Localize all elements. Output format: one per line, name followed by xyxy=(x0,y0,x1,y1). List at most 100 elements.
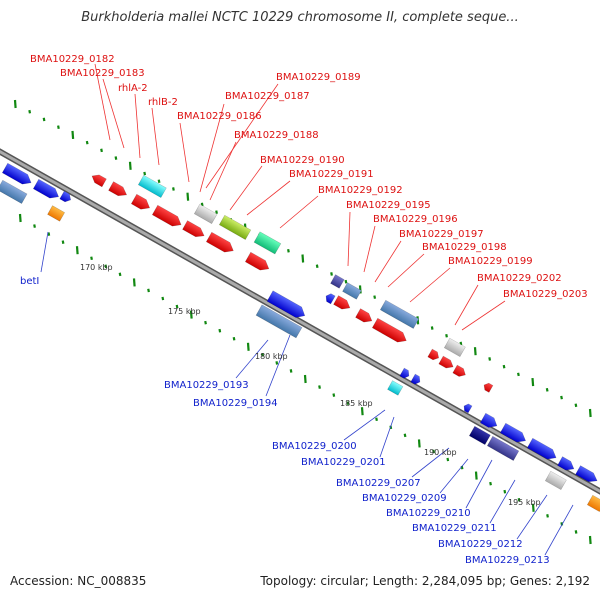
gene-label[interactable]: BMA10229_0198 xyxy=(422,242,507,253)
gene-label[interactable]: BMA10229_0199 xyxy=(448,256,533,267)
gene-feature xyxy=(253,231,282,255)
tick-mark xyxy=(375,417,378,422)
gene-feature xyxy=(526,437,557,460)
gene-feature xyxy=(355,308,373,323)
gene-feature xyxy=(130,193,151,210)
leader-line xyxy=(409,267,451,303)
tick-mark xyxy=(574,403,578,408)
gene-label[interactable]: BMA10229_0182 xyxy=(30,54,115,65)
tick-mark xyxy=(215,210,218,214)
tick-mark xyxy=(489,481,492,486)
gene-label[interactable]: BMA10229_0201 xyxy=(301,457,386,468)
tick-mark xyxy=(546,514,549,518)
leader-line xyxy=(374,240,402,283)
gene-label[interactable]: BMA10229_0203 xyxy=(503,289,588,300)
gene-feature xyxy=(379,299,420,329)
tick-mark xyxy=(488,357,492,361)
gene-label[interactable]: BMA10229_0188 xyxy=(234,130,319,141)
gene-label[interactable]: BMA10229_0209 xyxy=(362,493,447,504)
gene-label[interactable]: BMA10229_0212 xyxy=(438,539,523,550)
gene-label[interactable]: BMA10229_0213 xyxy=(465,555,550,566)
kbp-label: 185 kbp xyxy=(340,399,373,408)
gene-label[interactable]: BMA10229_0189 xyxy=(276,72,361,83)
tick-mark xyxy=(218,328,222,333)
gene-feature xyxy=(371,317,407,343)
map-title: Burkholderia mallei NCTC 10229 chromosom… xyxy=(81,10,519,25)
gene-feature xyxy=(325,293,336,305)
gene-feature xyxy=(333,295,351,310)
leader-line xyxy=(209,141,237,201)
gene-label[interactable]: BMA10229_0196 xyxy=(373,214,458,225)
leader-line xyxy=(179,122,190,183)
leader-line xyxy=(246,180,291,216)
tick-mark xyxy=(186,192,190,201)
tick-mark xyxy=(246,342,250,351)
gene-feature xyxy=(32,178,59,199)
gene-label[interactable]: rhlA-2 xyxy=(118,83,148,94)
kbp-labels: 170 kbp 175 kbp 180 kbp 185 kbp 190 kbp … xyxy=(80,263,541,507)
leader-line xyxy=(40,231,49,273)
label-leader-lines xyxy=(40,63,574,556)
gene-feature xyxy=(205,231,234,253)
chromosome-backbone xyxy=(0,148,600,495)
kbp-label: 180 kbp xyxy=(255,352,288,361)
tick-mark xyxy=(373,295,377,299)
tick-mark xyxy=(531,503,535,512)
kbp-label: 170 kbp xyxy=(80,263,113,272)
tick-mark xyxy=(128,161,132,170)
gene-label[interactable]: BMA10229_0200 xyxy=(272,441,357,452)
gene-label[interactable]: BMA10229_0210 xyxy=(386,508,471,519)
gene-label[interactable]: BMA10229_0207 xyxy=(336,478,421,489)
leader-line xyxy=(205,83,279,189)
leader-line xyxy=(134,93,141,159)
leader-line xyxy=(235,339,269,379)
tick-mark xyxy=(332,393,336,397)
gene-label[interactable]: BMA10229_0191 xyxy=(289,169,374,180)
tick-mark xyxy=(588,535,592,545)
tick-mark xyxy=(346,401,350,405)
gene-feature xyxy=(499,422,526,443)
gene-label[interactable]: BMA10229_0186 xyxy=(177,111,262,122)
tick-mark xyxy=(344,279,348,284)
tick-mark xyxy=(33,224,36,228)
gene-feature xyxy=(427,348,439,361)
gene-feature xyxy=(479,412,498,428)
tick-mark xyxy=(502,364,506,369)
tick-mark xyxy=(143,171,147,176)
gene-feature xyxy=(91,174,107,188)
gene-label[interactable]: BMA10229_0197 xyxy=(399,229,484,240)
leader-line xyxy=(516,494,548,540)
gene-label[interactable]: BMA10229_0190 xyxy=(260,155,345,166)
tick-mark xyxy=(114,156,118,160)
gene-feature xyxy=(151,204,182,227)
tick-mark xyxy=(432,449,435,454)
tick-mark xyxy=(147,288,150,293)
gene-label[interactable]: BMA10229_0211 xyxy=(412,523,497,534)
gene-label[interactable]: BMA10229_0187 xyxy=(225,91,310,102)
tick-mark xyxy=(204,320,207,325)
gene-label[interactable]: BMA10229_0193 xyxy=(164,380,249,391)
gene-feature xyxy=(468,425,491,445)
gene-label[interactable]: BMA10229_0202 xyxy=(477,273,562,284)
leader-line xyxy=(363,225,376,273)
tick-mark xyxy=(261,353,264,357)
gene-feature xyxy=(586,494,600,513)
tick-mark xyxy=(545,388,549,392)
tick-mark xyxy=(287,248,290,253)
leader-line xyxy=(347,211,351,267)
gene-feature xyxy=(193,203,218,224)
gene-feature xyxy=(544,470,567,490)
gene-label[interactable]: rhlB-2 xyxy=(148,97,178,108)
gene-label[interactable]: BMA10229_0194 xyxy=(193,398,278,409)
leader-line xyxy=(379,416,395,458)
gene-label[interactable]: BMA10229_0183 xyxy=(60,68,145,79)
gene-feature xyxy=(438,355,454,369)
tick-mark xyxy=(574,530,578,534)
gene-label[interactable]: BMA10229_0195 xyxy=(346,200,431,211)
tick-mark xyxy=(289,369,293,373)
gene-label[interactable]: BMA10229_0192 xyxy=(318,185,403,196)
kbp-label: 175 kbp xyxy=(168,307,201,316)
tick-mark xyxy=(330,272,333,276)
gene-label[interactable]: betI xyxy=(20,276,39,287)
leader-line xyxy=(387,253,425,288)
